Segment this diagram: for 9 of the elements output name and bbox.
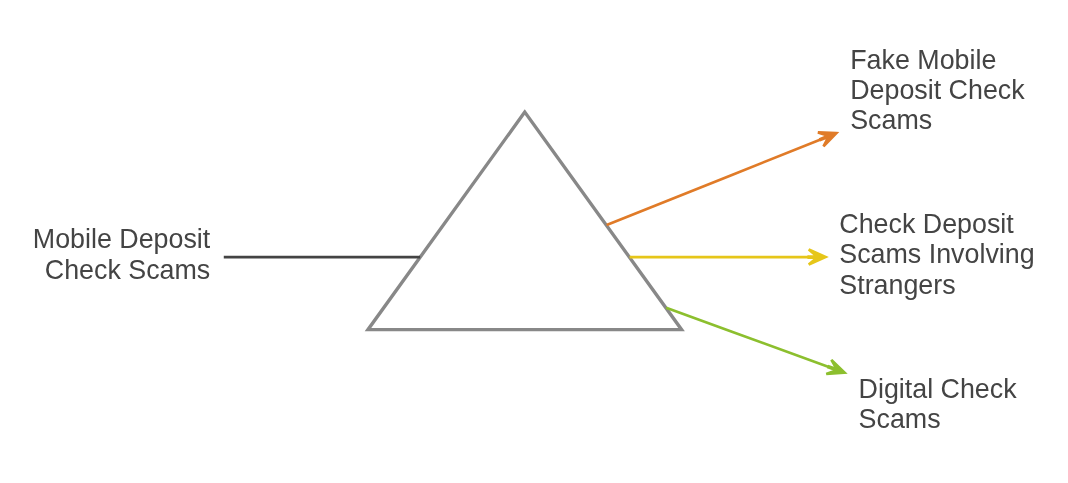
node-text: Mobile Deposit Check Scams bbox=[32, 223, 211, 285]
arrow bbox=[629, 247, 827, 266]
node-text: Digital Check Scams bbox=[858, 373, 1017, 434]
connector bbox=[223, 255, 421, 258]
arrow bbox=[606, 130, 838, 226]
node-text: Fake Mobile Deposit Check Scams bbox=[850, 44, 1025, 135]
node-triangle bbox=[364, 108, 685, 331]
node-text: Check Deposit Scams Involving Strangers bbox=[839, 208, 1035, 300]
arrow bbox=[665, 306, 846, 375]
